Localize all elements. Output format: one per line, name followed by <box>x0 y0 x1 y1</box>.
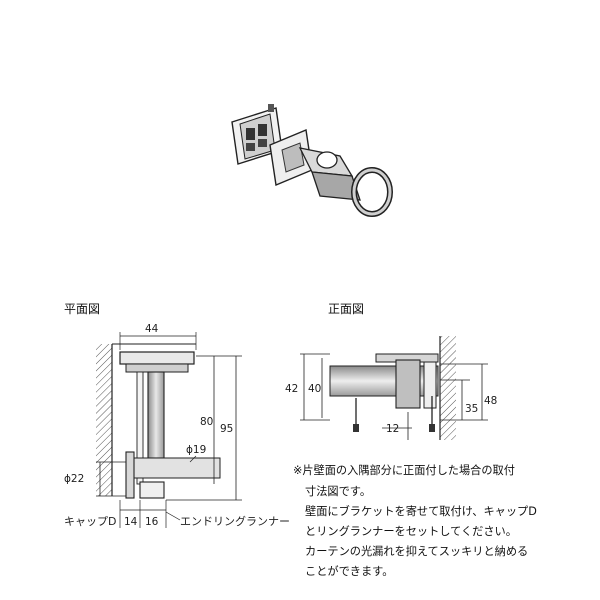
dim-42: 42 <box>285 383 298 395</box>
product-illustration <box>231 104 393 217</box>
front-hooks <box>353 396 435 432</box>
dim-48: 48 <box>484 395 497 407</box>
dim-16: 16 <box>145 516 159 528</box>
bracket-body <box>269 129 361 201</box>
label-end-ring-runner: エンドリングランナー <box>180 514 290 528</box>
plan-view: 44 80 95 ϕ19 ϕ22 14 16 キャップD エンドリングランナー <box>64 323 290 528</box>
front-pole <box>329 365 439 397</box>
plan-wall <box>96 344 112 496</box>
plan-pole <box>129 457 221 479</box>
plan-arm <box>147 371 165 459</box>
label-cap-d: キャップD <box>64 515 116 528</box>
plan-cap-d <box>125 451 135 499</box>
installation-note: ※片壁面の入隅部分に正面付した場合の取付 寸法図です。 壁面にブラケットを寄せて… <box>293 463 537 578</box>
dim-40: 40 <box>308 383 321 395</box>
ring-holder <box>351 167 393 217</box>
dim-phi22: ϕ22 <box>64 473 84 485</box>
note-line-2: 寸法図です。 <box>305 484 371 498</box>
note-line-6: ことができます。 <box>305 564 393 578</box>
dim-44: 44 <box>145 323 159 335</box>
dim-35: 35 <box>465 403 478 415</box>
wall-plate <box>231 104 283 165</box>
plan-view-title: 平面図 <box>64 302 100 316</box>
dim-14: 14 <box>124 516 138 528</box>
front-bracket-block <box>395 359 421 409</box>
note-line-1: ※片壁面の入隅部分に正面付した場合の取付 <box>293 463 515 477</box>
note-line-4: とリングランナーをセットしてください。 <box>305 524 517 538</box>
dim-phi19: ϕ19 <box>186 444 206 456</box>
front-view: 42 40 35 48 12 <box>285 336 497 440</box>
front-wall <box>440 336 456 440</box>
front-view-title: 正面図 <box>328 302 364 316</box>
dim-12: 12 <box>386 423 399 435</box>
dim-95: 95 <box>220 423 233 435</box>
plan-base-plate <box>119 351 195 365</box>
note-line-5: カーテンの光漏れを抑えてスッキリと納める <box>305 544 528 558</box>
note-line-3: 壁面にブラケットを寄せて取付け、キャップD <box>305 504 537 518</box>
plan-ring-runner <box>139 481 165 499</box>
dim-80: 80 <box>200 416 213 428</box>
